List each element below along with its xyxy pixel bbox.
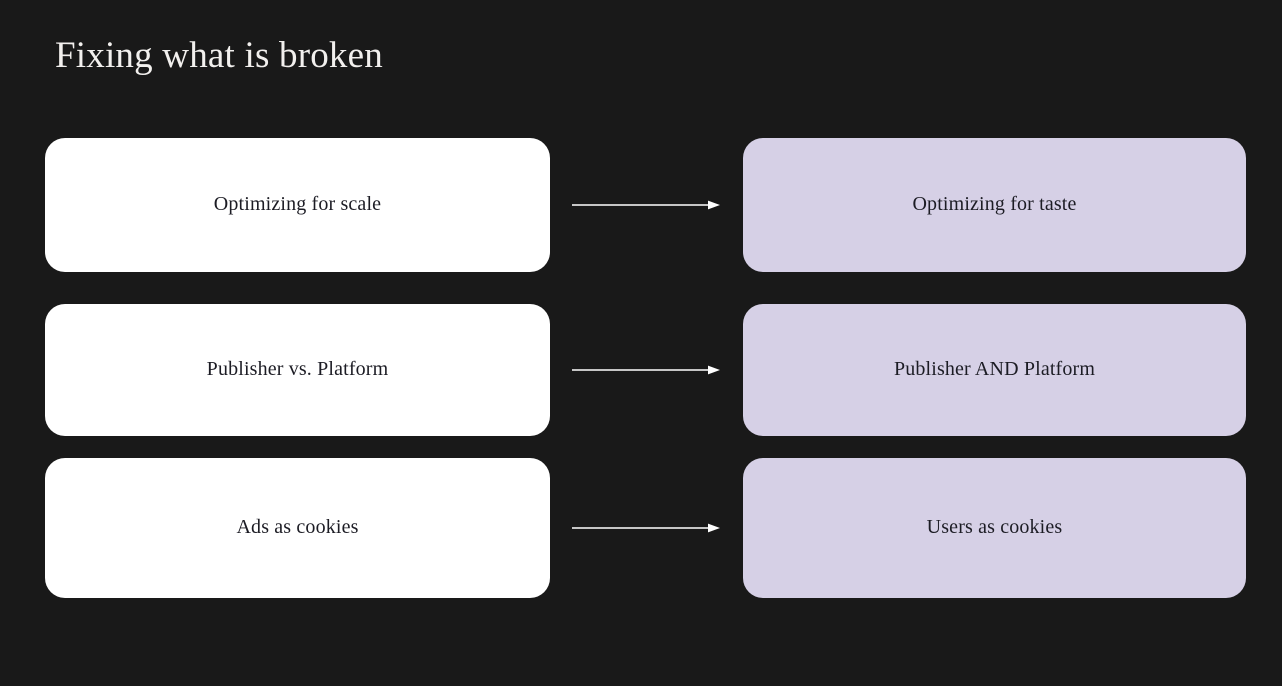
comparison-row: Publisher vs. Platform Publisher AND Pla…: [0, 304, 1282, 436]
before-card[interactable]: Ads as cookies: [45, 458, 550, 598]
after-card[interactable]: Users as cookies: [743, 458, 1246, 598]
after-card[interactable]: Publisher AND Platform: [743, 304, 1246, 436]
after-card-label: Optimizing for taste: [912, 192, 1077, 215]
page-title: Fixing what is broken: [55, 35, 383, 76]
comparison-row: Optimizing for scale Optimizing for tast…: [0, 138, 1282, 272]
before-card-label: Optimizing for scale: [213, 192, 382, 215]
before-card[interactable]: Publisher vs. Platform: [45, 304, 550, 436]
after-card[interactable]: Optimizing for taste: [743, 138, 1246, 272]
comparison-row: Ads as cookies Users as cookies: [0, 458, 1282, 598]
arrow-right-icon: [572, 364, 720, 376]
arrow-right-icon: [572, 199, 720, 211]
arrow-right-icon: [572, 522, 720, 534]
before-card-label: Publisher vs. Platform: [206, 357, 389, 380]
before-card[interactable]: Optimizing for scale: [45, 138, 550, 272]
before-card-label: Ads as cookies: [236, 515, 359, 538]
after-card-label: Publisher AND Platform: [893, 357, 1096, 380]
after-card-label: Users as cookies: [926, 515, 1063, 538]
